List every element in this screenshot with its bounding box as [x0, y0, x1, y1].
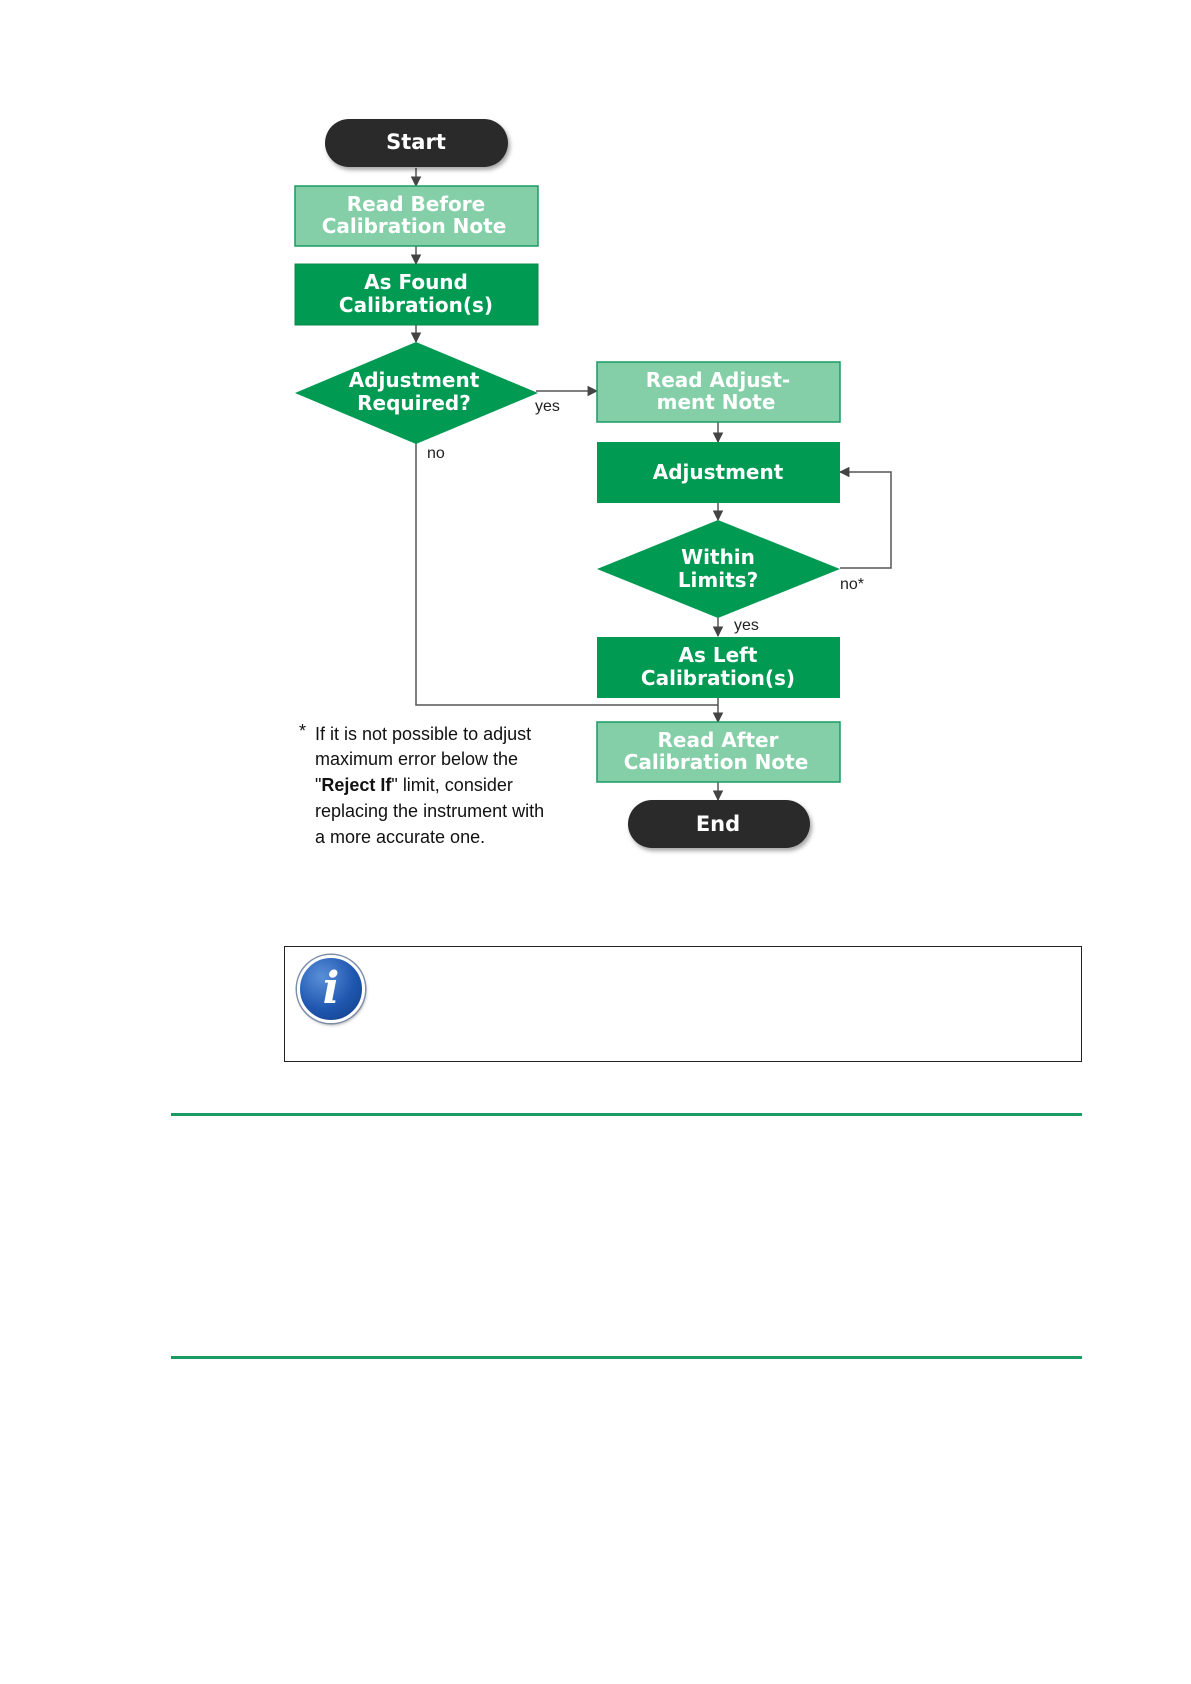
- info-note-box: i: [284, 946, 1082, 1062]
- read-before-label-line1: Read Before: [347, 192, 485, 216]
- no-label-adjustment: no: [427, 445, 445, 462]
- footnote-line4: replacing the instrument with: [315, 801, 544, 821]
- footnote-asterisk: *: [299, 721, 306, 741]
- footnote-line3: "Reject If" limit, consider: [315, 775, 513, 795]
- read-adjustment-note-node: Read Adjust- ment Note: [596, 361, 841, 423]
- adjustment-required-decision: Adjustment Required?: [295, 342, 538, 444]
- yes-label-adjustment: yes: [535, 398, 560, 415]
- section-divider-bottom: [171, 1356, 1082, 1359]
- end-node: End: [628, 800, 810, 848]
- edge-within-limits-no-loop: [838, 466, 892, 569]
- read-adjust-label-line1: Read Adjust-: [646, 368, 790, 392]
- footnote: * If it is not possible to adjust maximu…: [299, 721, 544, 847]
- as-found-label-line2: Calibration(s): [339, 293, 493, 317]
- adjustment-required-line2: Required?: [357, 391, 471, 415]
- as-left-label-line1: As Left: [679, 643, 758, 667]
- within-limits-line2: Limits?: [678, 568, 758, 592]
- as-left-calibrations-node: As Left Calibration(s): [597, 637, 840, 698]
- as-found-label-line1: As Found: [364, 270, 468, 294]
- section-divider-top: [171, 1113, 1082, 1116]
- as-left-label-line2: Calibration(s): [641, 666, 795, 690]
- read-before-label-line2: Calibration Note: [322, 214, 507, 238]
- read-before-calibration-note-node: Read Before Calibration Note: [294, 185, 539, 247]
- as-found-calibrations-node: As Found Calibration(s): [294, 263, 539, 326]
- footnote-line2: maximum error below the: [315, 749, 518, 769]
- no-star-label: no*: [840, 576, 864, 593]
- footnote-line5: a more accurate one.: [315, 827, 485, 847]
- read-after-calibration-note-node: Read After Calibration Note: [596, 721, 841, 783]
- start-node: Start: [325, 119, 508, 167]
- footnote-quote-open: ": [315, 775, 321, 795]
- within-limits-decision: Within Limits?: [597, 520, 840, 618]
- footnote-reject-if: Reject If: [321, 775, 392, 795]
- start-label: Start: [386, 130, 446, 154]
- end-label: End: [696, 812, 740, 836]
- yes-label-within-limits: yes: [734, 617, 759, 634]
- adjustment-required-line1: Adjustment: [349, 368, 480, 392]
- edge-decision-no: [415, 442, 718, 706]
- adjustment-label: Adjustment: [653, 460, 784, 484]
- read-adjust-label-line2: ment Note: [657, 390, 776, 414]
- read-after-label-line2: Calibration Note: [624, 750, 809, 774]
- within-limits-line1: Within: [681, 545, 755, 569]
- footnote-line3-rest: " limit, consider: [391, 775, 512, 795]
- connectors: [410, 168, 892, 802]
- info-icon: i: [297, 955, 365, 1023]
- footnote-line1: If it is not possible to adjust: [315, 724, 531, 744]
- adjustment-node: Adjustment: [597, 442, 840, 503]
- read-after-label-line1: Read After: [658, 728, 779, 752]
